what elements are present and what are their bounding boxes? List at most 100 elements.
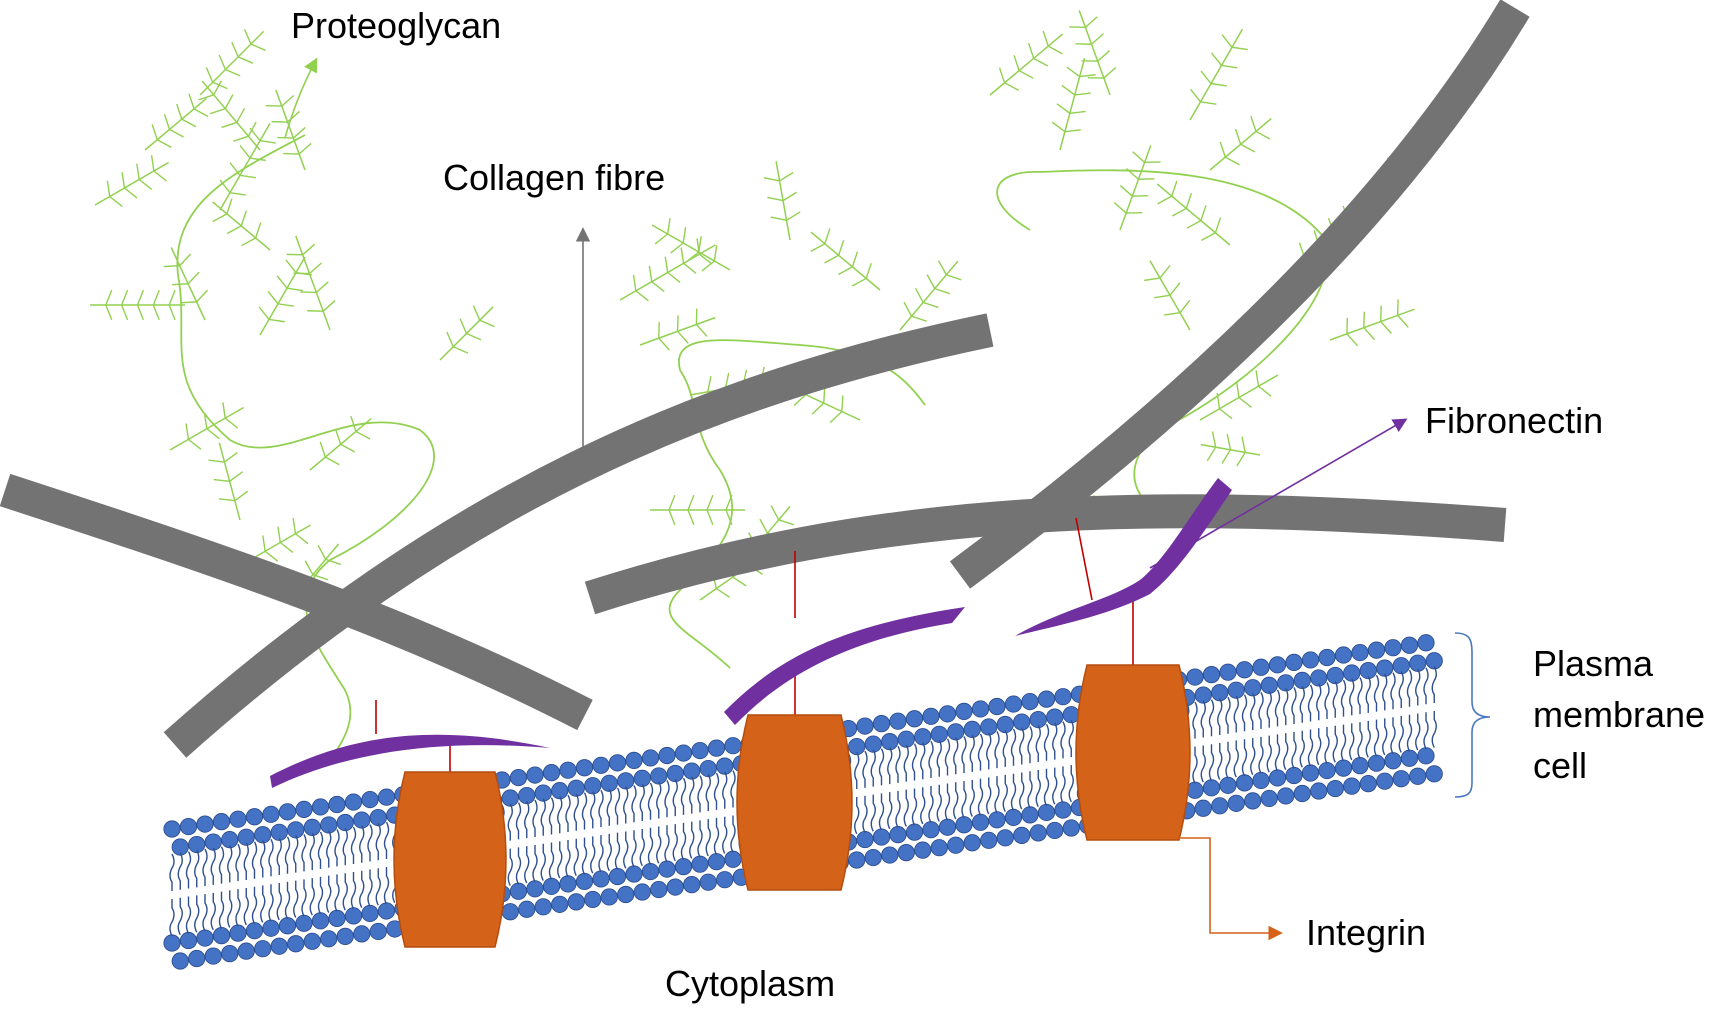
gag-branch <box>179 253 192 267</box>
gag-branch <box>698 253 713 265</box>
gag-branch <box>1226 433 1232 450</box>
lipid-head <box>270 823 288 841</box>
lipid-head <box>320 816 338 834</box>
proteoglycan-core <box>176 134 435 761</box>
gag-branch <box>685 251 700 263</box>
gag-chain <box>94 155 169 207</box>
lipid-head <box>1285 653 1303 671</box>
lipid-head <box>971 813 990 831</box>
lipid-head <box>1376 659 1394 677</box>
gag-branch <box>865 263 872 279</box>
lipid-head <box>980 718 998 736</box>
tether-lines <box>375 517 1134 782</box>
gag-branch <box>315 281 329 293</box>
lipid-head <box>212 927 231 945</box>
gag-branch <box>233 135 249 142</box>
gag-branch <box>1097 50 1111 62</box>
gag-branch <box>231 41 239 58</box>
gag-branch <box>239 145 251 159</box>
lipid-head <box>501 789 519 807</box>
lipid-head <box>1219 663 1237 681</box>
fibronectin-arrow <box>1149 418 1408 569</box>
gag-branch <box>106 180 111 197</box>
gag-branch <box>224 451 238 463</box>
gag-branch <box>124 187 138 199</box>
gag-branch <box>292 517 297 534</box>
lipid-head <box>344 793 363 811</box>
gag-branch <box>241 237 256 247</box>
gag-chain <box>1189 28 1248 121</box>
lipid-head <box>1409 654 1427 672</box>
lipid-head <box>1277 787 1295 805</box>
gag-branch <box>105 289 113 306</box>
lipid-head <box>658 860 676 878</box>
gag-chain <box>265 89 312 171</box>
gag-branch <box>1027 42 1035 59</box>
gag-branch <box>1185 192 1193 209</box>
lipid-head <box>1293 671 1311 689</box>
lipid-head <box>526 880 544 898</box>
gag-branch <box>1219 141 1226 158</box>
lipid-head <box>163 934 181 952</box>
gag-branch <box>1033 57 1049 67</box>
fibronectin-strand <box>1015 478 1232 636</box>
gag-branch <box>180 301 197 304</box>
collagen-fibres <box>0 0 1530 758</box>
gag-branch <box>1042 30 1049 47</box>
gag-branch <box>254 222 262 239</box>
gag-branch <box>824 254 839 264</box>
gag-branch <box>1235 381 1240 398</box>
lipid-head <box>1037 690 1056 708</box>
lipid-head <box>1054 801 1072 819</box>
gag-branch <box>1103 66 1117 79</box>
lipid-head <box>1244 792 1262 810</box>
gag-branch <box>725 494 733 511</box>
gag-branch <box>187 438 202 450</box>
gag-branch <box>188 93 195 110</box>
gag-branch <box>168 289 176 306</box>
gag-branch <box>838 266 853 276</box>
gag-branch <box>664 256 669 273</box>
lipid-head <box>509 768 528 787</box>
lipid-head <box>1400 636 1419 654</box>
integrin-group <box>393 664 1191 948</box>
gag-branch <box>466 332 482 341</box>
lipid-head <box>674 858 693 876</box>
gag-branch <box>152 304 160 321</box>
lipid-head <box>361 904 379 923</box>
gag-branch <box>212 81 228 90</box>
lipid-head <box>1301 651 1320 669</box>
integrin-protein <box>393 771 507 948</box>
lipid-head <box>1301 764 1320 782</box>
gag-chain <box>249 517 311 562</box>
gag-branch <box>706 509 714 526</box>
lipid-head <box>1359 775 1377 793</box>
lipid-head <box>971 700 990 718</box>
gag-branch <box>277 303 294 307</box>
lipid-head <box>542 764 561 782</box>
gag-branch <box>1200 205 1207 221</box>
gag-branch <box>240 210 247 227</box>
lipid-head <box>1417 747 1435 765</box>
gag-branch <box>218 54 227 70</box>
gag-branch <box>1066 66 1081 78</box>
gag-branch <box>1241 436 1246 453</box>
plasma-membrane-line-2: membrane <box>1533 694 1706 735</box>
gag-branch <box>1255 130 1271 140</box>
gag-branch <box>243 29 252 45</box>
gag-chain <box>619 238 716 302</box>
gag-branch <box>193 108 209 118</box>
lipid-head <box>1004 695 1023 713</box>
lipid-head <box>353 925 371 943</box>
lipid-head <box>848 851 866 869</box>
gag-branch <box>677 330 689 344</box>
gag-branch <box>654 233 669 245</box>
gag-branch <box>187 271 200 285</box>
gag-axis <box>199 30 265 96</box>
lipid-head <box>947 836 965 854</box>
gag-axis <box>275 89 306 171</box>
lipid-head <box>361 790 379 809</box>
lipid-head <box>1318 761 1336 780</box>
gag-branch <box>793 394 807 407</box>
